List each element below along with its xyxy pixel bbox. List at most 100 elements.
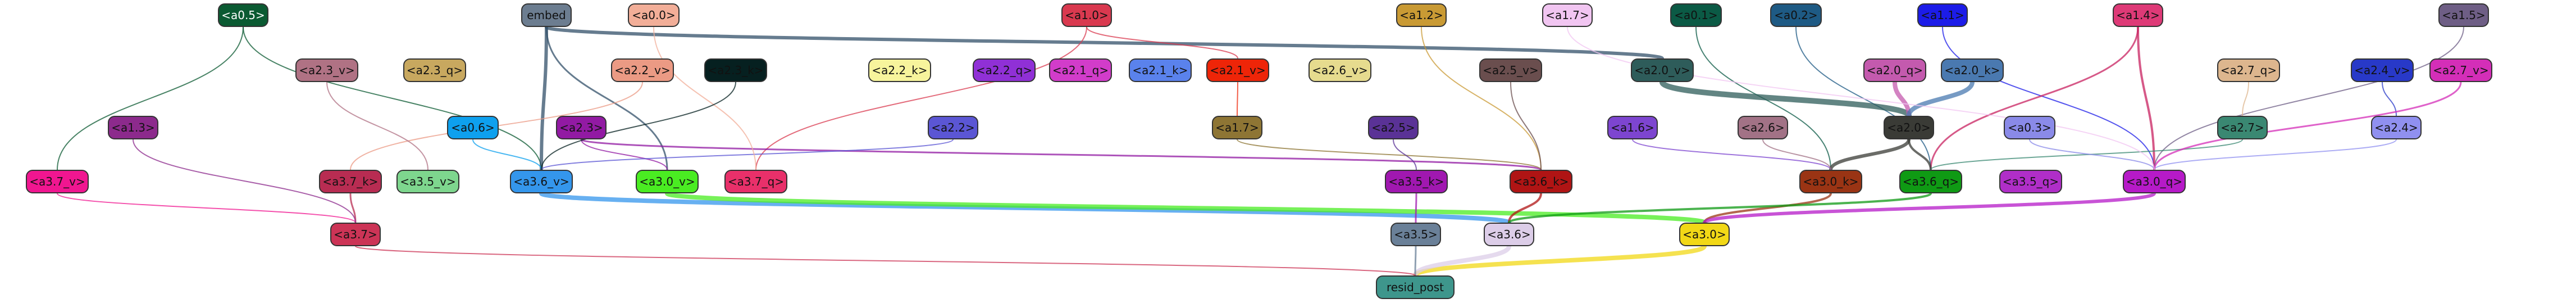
edge-a1_5-to-a3_0_q: [2154, 26, 2464, 170]
node-a2-6[interactable]: <a2.6>: [1738, 116, 1788, 139]
node-a2-5-v[interactable]: <a2.5_v>: [1479, 58, 1542, 82]
node-a0-3[interactable]: <a0.3>: [2004, 116, 2055, 139]
node-a2-3[interactable]: <a2.3>: [556, 116, 607, 139]
edge-a2_2-to-a3_6_v: [541, 139, 954, 170]
edge-a2_3-to-a3_6_k: [580, 138, 1542, 171]
edge-a2_0-to-a3_6_q: [1908, 139, 1932, 170]
node-a3-0-v[interactable]: <a3.0_v>: [636, 170, 699, 193]
node-a3-0-k[interactable]: <a3.0_k>: [1799, 170, 1862, 193]
node-a2-4-v[interactable]: <a2.4_v>: [2351, 58, 2414, 82]
edge-a1_1-to-a3_0_q: [1942, 26, 2155, 170]
node-a1-6[interactable]: <a1.6>: [1607, 116, 1658, 139]
edge-a3_0_q-to-a3_0: [1703, 192, 2156, 224]
node-a2-2-k[interactable]: <a2.2_k>: [868, 58, 931, 82]
node-a1-2[interactable]: <a1.2>: [1396, 3, 1447, 27]
node-a3-0-q[interactable]: <a3.0_q>: [2123, 170, 2186, 193]
node-resid-post[interactable]: resid_post: [1376, 275, 1455, 299]
node-a1-5[interactable]: <a1.5>: [2438, 3, 2489, 27]
edge-a3_6-to-resid_post: [1413, 245, 1511, 277]
node-a1-7-lower[interactable]: <a1.7>: [1212, 116, 1262, 139]
node-a0-5[interactable]: <a0.5>: [218, 3, 268, 27]
node-embed[interactable]: embed: [521, 3, 572, 27]
node-a2-1-k[interactable]: <a2.1_k>: [1129, 58, 1192, 82]
edge-a3_6_v-to-a3_6: [539, 191, 1511, 225]
node-a2-7-v[interactable]: <a2.7_v>: [2429, 58, 2492, 82]
node-a3-7-v[interactable]: <a3.7_v>: [26, 170, 89, 193]
node-a0-6[interactable]: <a0.6>: [447, 116, 499, 139]
edge-a3_0_k-to-a3_0: [1703, 193, 1832, 223]
edge-a2_7_q-to-a2_7: [2242, 82, 2249, 116]
node-a2-1-q[interactable]: <a2.1_q>: [1049, 58, 1112, 82]
edge-a0_0-to-a3_7_q: [653, 26, 756, 170]
node-a2-2[interactable]: <a2.2>: [928, 116, 978, 139]
node-a2-3-v[interactable]: <a2.3_v>: [295, 58, 358, 82]
edge-a2_3_v-to-a3_5_v: [326, 82, 428, 170]
node-a2-7[interactable]: <a2.7>: [2217, 116, 2268, 139]
node-a1-1[interactable]: <a1.1>: [1917, 3, 1968, 27]
edge-a2_4-to-a3_0_q: [2154, 139, 2397, 170]
edge-a0_3-to-a3_0_q: [2029, 139, 2155, 170]
edge-a3_6_q-to-a3_6: [1508, 192, 1932, 224]
node-a1-3[interactable]: <a1.3>: [108, 116, 158, 139]
node-a1-7[interactable]: <a1.7>: [1542, 3, 1593, 27]
edge-a3_6_k-to-a3_6: [1508, 193, 1542, 223]
edge-a2_5_v-to-a3_6_k: [1510, 82, 1542, 170]
edge-a0_5-to-a3_7_v: [57, 26, 244, 170]
node-a2-2-v[interactable]: <a2.2_v>: [611, 58, 674, 82]
edge-a3_0-to-resid_post: [1413, 244, 1707, 278]
edge-a1_4-to-a3_6_q: [1930, 26, 2139, 170]
edge-a2_1_v-to-a1_7b: [1237, 82, 1238, 116]
node-a2-7-q[interactable]: <a2.7_q>: [2217, 58, 2280, 82]
node-a3-5-q[interactable]: <a3.5_q>: [1999, 170, 2062, 193]
node-a3-6-v[interactable]: <a3.6_v>: [510, 170, 573, 193]
node-a3-7-q[interactable]: <a3.7_q>: [724, 170, 787, 193]
node-a2-5[interactable]: <a2.5>: [1368, 116, 1419, 139]
edge-a2_6-to-a3_0_k: [1762, 139, 1831, 170]
edge-a2_0-to-a3_0_k: [1829, 139, 1911, 170]
node-a0-0[interactable]: <a0.0>: [628, 3, 680, 27]
node-a3-0[interactable]: <a3.0>: [1679, 223, 1730, 246]
edge-embed-to-a2_0_v: [545, 25, 1664, 60]
edge-a1_7-to-a3_0_q: [1567, 26, 2155, 170]
node-a1-4[interactable]: <a1.4>: [2113, 3, 2163, 27]
node-a2-3-q[interactable]: <a2.3_q>: [403, 58, 466, 82]
edge-a2_0_k-to-a2_0: [1907, 82, 1975, 116]
node-a3-7-k[interactable]: <a3.7_k>: [319, 170, 382, 193]
edge-a2_7_v-to-a3_0_q: [2153, 82, 2462, 170]
edge-a2_5-to-a3_5_k: [1393, 139, 1417, 170]
edge-a2_0_v-to-a2_0: [1659, 80, 1912, 117]
node-a3-7[interactable]: <a3.7>: [330, 223, 381, 246]
node-a1-0[interactable]: <a1.0>: [1061, 3, 1112, 27]
node-a2-2-q[interactable]: <a2.2_q>: [973, 58, 1036, 82]
node-a2-4[interactable]: <a2.4>: [2371, 116, 2422, 139]
edge-a1_7b-to-a3_6_k: [1237, 139, 1542, 170]
edge-a2_3_k-to-a3_6_v: [541, 82, 736, 170]
edge-a0_5-to-a3_6_v: [243, 26, 542, 170]
node-a2-1-v[interactable]: <a2.1_v>: [1206, 58, 1269, 82]
node-a3-5[interactable]: <a3.5>: [1390, 223, 1441, 246]
node-a2-0[interactable]: <a2.0>: [1884, 116, 1934, 139]
node-a3-5-v[interactable]: <a3.5_v>: [396, 170, 459, 193]
node-a3-6[interactable]: <a3.6>: [1484, 223, 1534, 246]
node-a2-0-v[interactable]: <a2.0_v>: [1631, 58, 1694, 82]
edge-a1_0-to-a3_7_q: [755, 26, 1087, 170]
edge-a2_3-to-a3_0_v: [581, 139, 668, 170]
node-a3-6-k[interactable]: <a3.6_k>: [1510, 170, 1572, 193]
node-a2-0-q[interactable]: <a2.0_q>: [1863, 58, 1926, 82]
node-a0-1[interactable]: <a0.1>: [1670, 3, 1722, 27]
edge-a2_4_v-to-a2_4: [2382, 82, 2397, 116]
edge-a1_2-to-a3_6_k: [1421, 26, 1542, 170]
node-a3-5-k[interactable]: <a3.5_k>: [1385, 170, 1448, 193]
node-a2-0-k[interactable]: <a2.0_k>: [1941, 58, 2004, 82]
node-a0-2[interactable]: <a0.2>: [1770, 3, 1822, 27]
edge-a0_6-to-a3_6_v: [472, 139, 542, 170]
edge-a1_4-to-a3_0_q: [2137, 26, 2155, 170]
edge-a3_0_v-to-a3_0: [665, 191, 1707, 225]
node-a2-3-k[interactable]: <a2.3_k>: [704, 58, 767, 82]
node-a2-6-v[interactable]: <a2.6_v>: [1308, 58, 1371, 82]
edge-a3_7-to-resid_post: [355, 246, 1416, 276]
node-a3-6-q[interactable]: <a3.6_q>: [1899, 170, 1962, 193]
edge-a1_0-to-a2_1_v: [1086, 26, 1238, 59]
edge-embed-to-a3_6_v: [540, 26, 548, 170]
